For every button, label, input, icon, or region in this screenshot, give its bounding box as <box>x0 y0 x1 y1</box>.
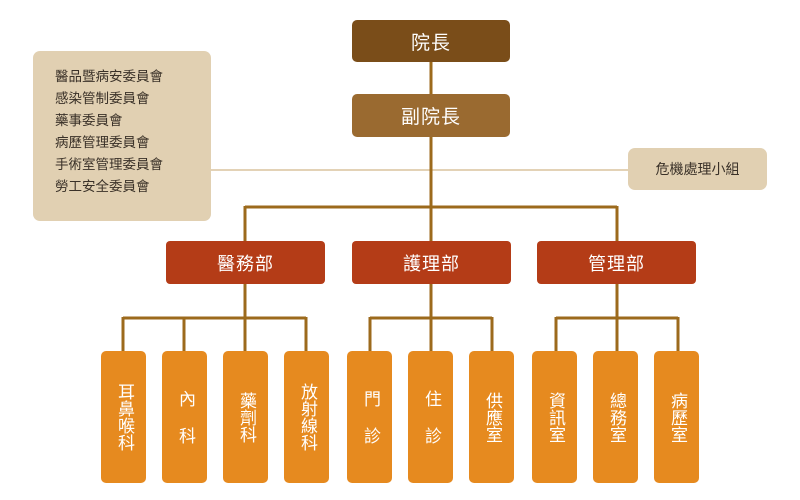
unit-medical-records: 病歷室 <box>654 351 699 483</box>
unit-label: 放射線科 <box>297 383 317 451</box>
crisis-team-label: 危機處理小組 <box>655 162 740 178</box>
department-label: 醫務部 <box>217 253 274 275</box>
committee-item: 病歷管理委員會 <box>55 135 150 151</box>
unit-supply-room: 供應室 <box>469 351 514 483</box>
unit-outpatient: 門 診 <box>347 351 392 483</box>
unit-pharmacy: 藥劑科 <box>223 351 268 483</box>
unit-label: 耳鼻喉科 <box>114 383 134 451</box>
crisis-team-box: 危機處理小組 <box>628 148 767 190</box>
director-box: 院長 <box>352 20 510 62</box>
committee-item: 藥事委員會 <box>55 113 123 129</box>
department-label: 護理部 <box>403 253 460 275</box>
unit-radiology: 放射線科 <box>284 351 329 483</box>
vice-director-box: 副院長 <box>352 94 510 137</box>
department-label: 管理部 <box>588 253 645 275</box>
committees-box: 醫品暨病安委員會 感染管制委員會 藥事委員會 病歷管理委員會 手術室管理委員會 … <box>33 51 211 221</box>
department-medical: 醫務部 <box>166 241 325 284</box>
committee-item: 醫品暨病安委員會 <box>55 69 163 85</box>
unit-ent: 耳鼻喉科 <box>101 351 146 483</box>
department-nursing: 護理部 <box>352 241 511 284</box>
department-management: 管理部 <box>537 241 696 284</box>
unit-label: 門 診 <box>360 390 380 444</box>
unit-label: 住 診 <box>421 390 441 444</box>
committee-item: 勞工安全委員會 <box>55 179 150 195</box>
vice-director-label: 副院長 <box>400 106 461 128</box>
unit-label: 病歷室 <box>667 391 687 443</box>
unit-inpatient: 住 診 <box>408 351 453 483</box>
committee-item: 感染管制委員會 <box>55 91 150 107</box>
unit-label: 內 科 <box>175 390 195 444</box>
unit-label: 供應室 <box>482 391 502 443</box>
unit-label: 總務室 <box>606 391 626 443</box>
unit-general-affairs: 總務室 <box>593 351 638 483</box>
unit-label: 資訊室 <box>545 391 565 443</box>
unit-internal-medicine: 內 科 <box>162 351 207 483</box>
unit-label: 藥劑科 <box>236 391 256 443</box>
committee-item: 手術室管理委員會 <box>55 157 163 173</box>
director-label: 院長 <box>410 31 451 54</box>
unit-it-office: 資訊室 <box>532 351 577 483</box>
